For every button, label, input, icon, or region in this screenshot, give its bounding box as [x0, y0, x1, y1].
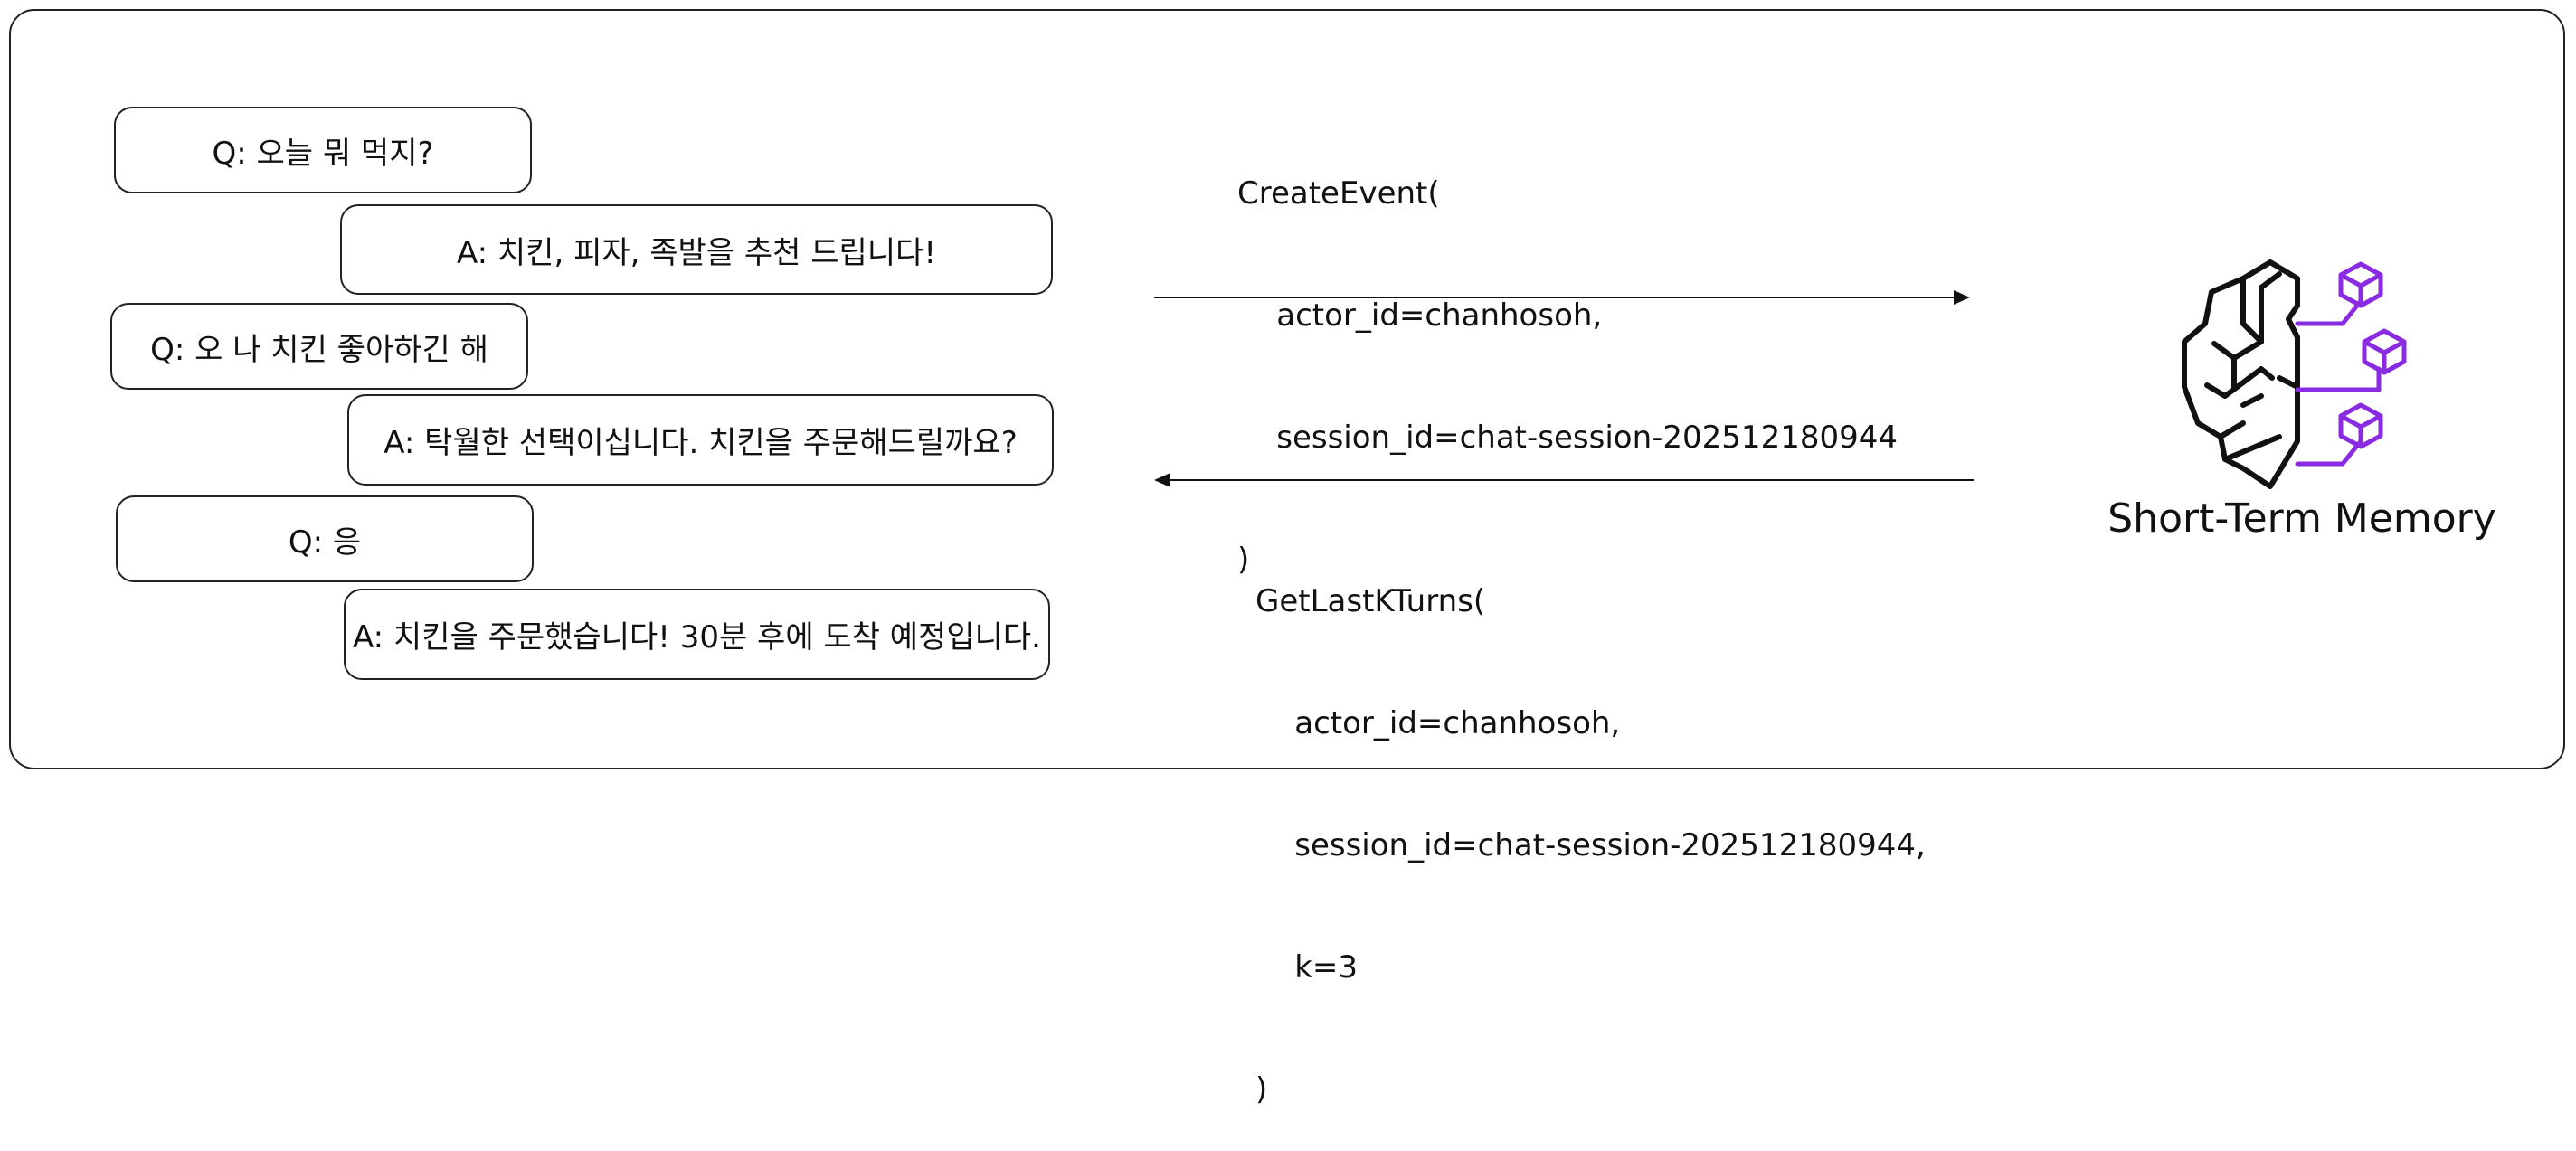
answer-bubble: A: 탁월한 선택이십니다. 치킨을 주문해드릴까요? — [347, 394, 1054, 486]
brain-memory-icon — [2182, 259, 2407, 489]
question-bubble: Q: 오 나 치킨 좋아하긴 해 — [110, 303, 528, 390]
code-line: actor_id=chanhosoh, — [1255, 705, 1621, 741]
code-line: GetLastKTurns( — [1255, 583, 1486, 619]
arrow-from-memory — [1154, 473, 1974, 487]
code-line: CreateEvent( — [1237, 175, 1440, 212]
memory-label: Short-Term Memory — [2107, 495, 2496, 542]
arrows-layer — [1154, 290, 1974, 487]
code-line: session_id=chat-session-202512180944 — [1237, 420, 1898, 456]
code-line: ) — [1237, 542, 1250, 578]
question-bubble: Q: 오늘 뭐 먹지? — [114, 107, 532, 193]
answer-bubble: A: 치킨, 피자, 족발을 추천 드립니다! — [340, 204, 1053, 295]
code-line: ) — [1255, 1071, 1268, 1108]
arrow-to-memory — [1154, 290, 1970, 305]
diagram-frame — [9, 9, 2565, 769]
question-bubble: Q: 응 — [116, 495, 534, 582]
create-event-call: CreateEvent( actor_id=chanhosoh, session… — [1237, 92, 1898, 621]
answer-bubble: A: 치킨을 주문했습니다! 30분 후에 도착 예정입니다. — [344, 589, 1050, 680]
code-line: actor_id=chanhosoh, — [1237, 297, 1603, 334]
code-line: k=3 — [1255, 949, 1359, 986]
code-line: session_id=chat-session-202512180944, — [1255, 827, 1926, 863]
